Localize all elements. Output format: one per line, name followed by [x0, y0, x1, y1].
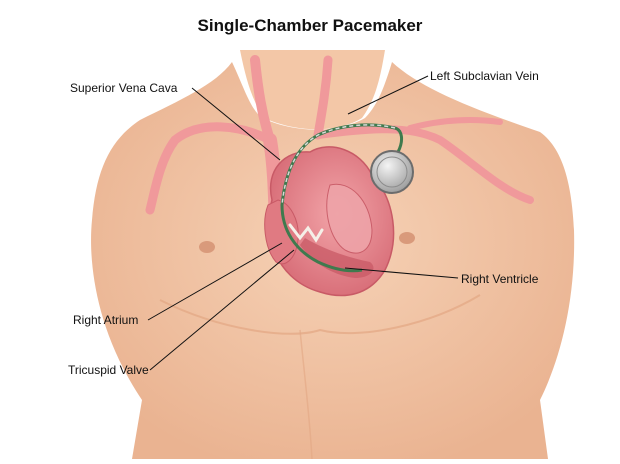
right-nipple	[399, 232, 415, 244]
lead-connector	[394, 126, 404, 153]
page-title: Single-Chamber Pacemaker	[197, 16, 423, 35]
label-tricuspid-valve: Tricuspid Valve	[68, 363, 149, 377]
right-ventricle-chamber	[300, 238, 374, 278]
label-right-ventricle: Right Ventricle	[461, 272, 539, 286]
leader-lines	[147, 75, 459, 371]
left-nipple	[199, 241, 215, 253]
neck	[240, 50, 385, 130]
chest-contour	[159, 294, 481, 335]
tricuspid-valve-shape	[288, 223, 324, 243]
label-left-subclavian-vein: Left Subclavian Vein	[430, 69, 539, 83]
label-right-atrium: Right Atrium	[73, 313, 139, 327]
label-superior-vena-cava: Superior Vena Cava	[70, 81, 178, 95]
pacemaker-lead-dashes	[281, 124, 396, 206]
abdomen-contour	[299, 329, 313, 460]
inner-heart-chamber	[326, 183, 373, 254]
pacemaker-device-inner	[376, 156, 408, 188]
vessels	[145, 55, 534, 237]
